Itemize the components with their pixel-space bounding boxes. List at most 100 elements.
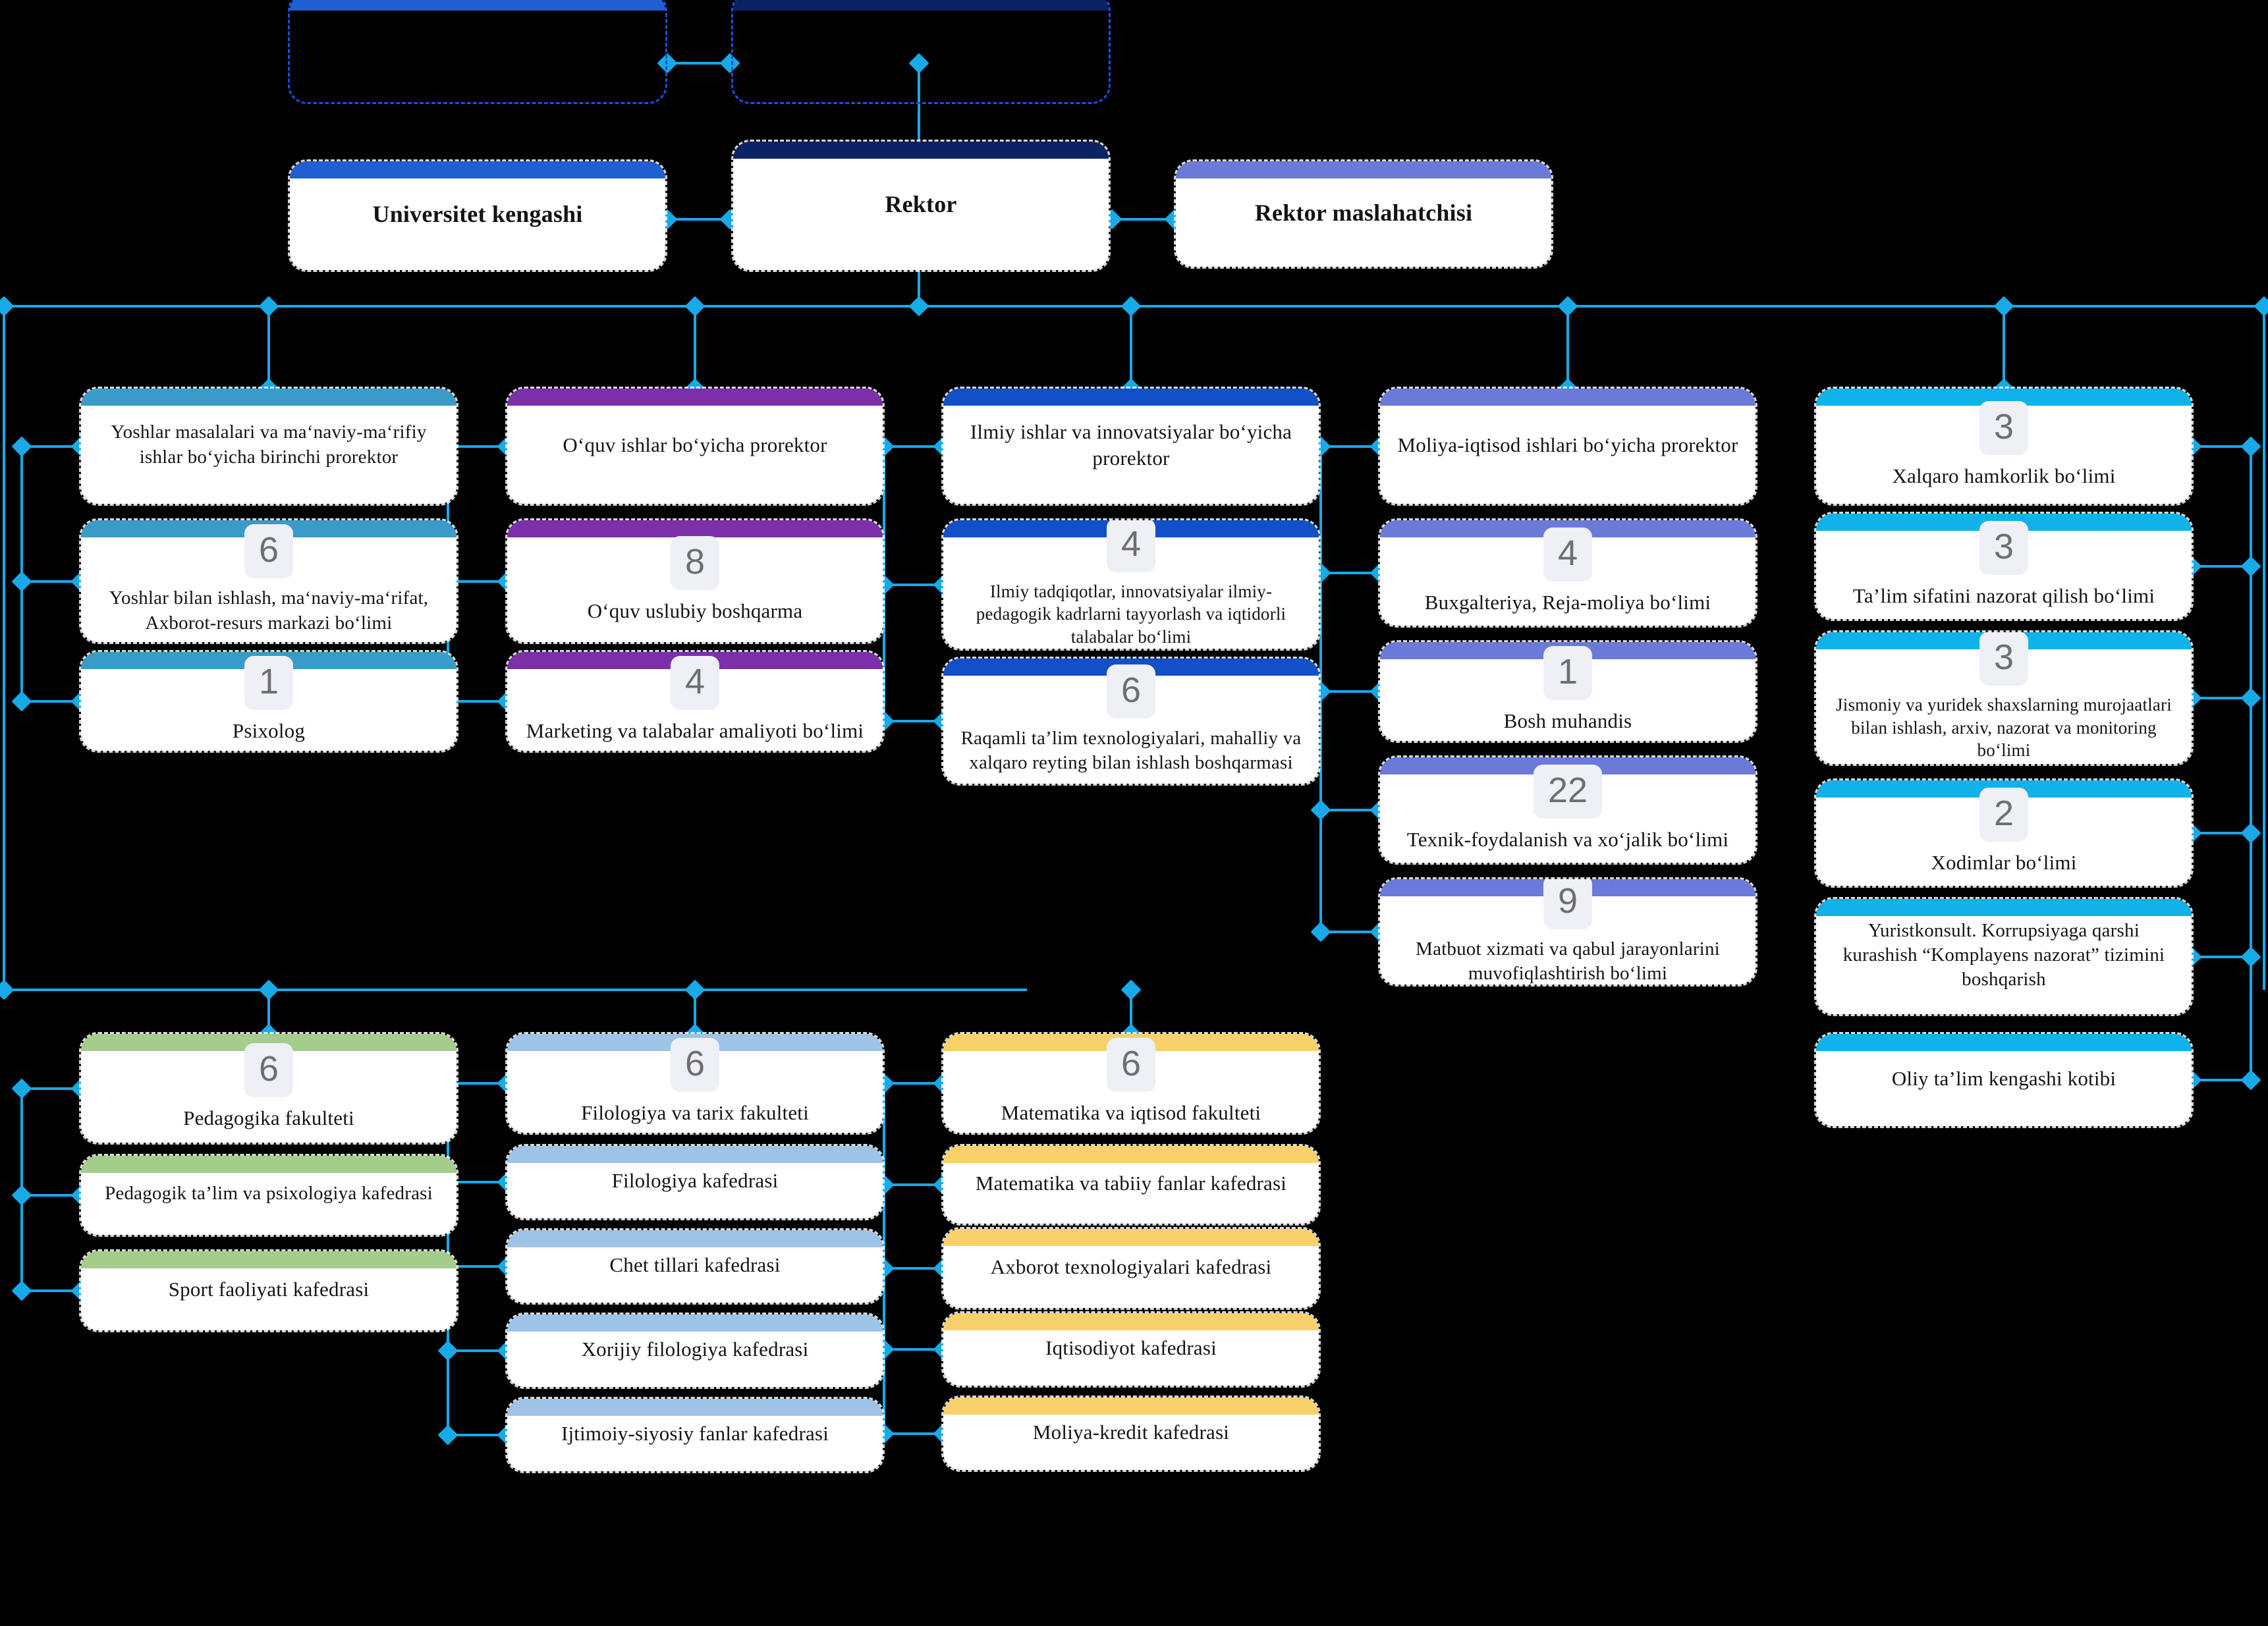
card-accent-bar <box>943 1313 1319 1330</box>
connector-node <box>1120 296 1142 317</box>
card-rector[interactable]: Rektor <box>731 140 1111 272</box>
card-label: Buxgalteriya, Reja-moliya bo‘limi <box>1424 591 1711 614</box>
connector-node <box>11 1280 32 1301</box>
card-math-economics-1[interactable]: Matematika va tabiiy fanlar kafedrasi <box>941 1144 1321 1226</box>
card-youth-affairs-0[interactable]: Yoshlar masalalari va ma‘naviy-ma‘rifiy … <box>79 387 458 506</box>
card-label: Ilmiy tadqiqotlar, innovatsiyalar ilmiy-… <box>976 581 1286 647</box>
staff-count-badge: 9 <box>1543 879 1593 929</box>
connector-line <box>1321 690 1380 693</box>
card-math-economics-2[interactable]: Axborot texnologiyalari kafedrasi <box>941 1227 1321 1310</box>
placeholder-card-right[interactable] <box>731 0 1111 104</box>
card-math-economics-4[interactable]: Moliya-kredit kafedrasi <box>941 1396 1321 1472</box>
connector-node <box>2240 435 2261 457</box>
connector-line <box>884 1267 943 1270</box>
connector-line <box>2263 305 2265 990</box>
connector-node <box>684 296 705 317</box>
card-label: Filologiya va tarix fakulteti <box>581 1101 809 1125</box>
connector-node <box>2254 296 2268 317</box>
card-label: Universitet kengashi <box>372 201 583 228</box>
card-accent-bar <box>507 520 883 537</box>
card-accent-bar <box>1380 389 1756 406</box>
card-label: Pedagogika fakulteti <box>183 1106 354 1129</box>
connector-node <box>11 691 32 712</box>
card-label: Jismoniy va yuridek shaxslarning murojaa… <box>1836 695 2172 761</box>
connector-line <box>1566 306 1569 389</box>
card-support-services-5[interactable]: Oliy ta’lim kengashi kotibi <box>1814 1032 2194 1128</box>
staff-count-badge: 4 <box>670 656 720 711</box>
card-label: Psixolog <box>232 719 306 743</box>
staff-count-badge: 4 <box>1106 520 1156 572</box>
card-accent-bar <box>81 389 456 406</box>
connector-line <box>918 63 920 162</box>
card-university-council[interactable]: Universitet kengashi <box>288 159 667 272</box>
card-label: Ta’lim sifatini nazorat qilish bo‘limi <box>1852 584 2155 608</box>
card-rector-advisor[interactable]: Rektor maslahatchisi <box>1174 159 1553 269</box>
connector-node <box>0 979 14 1000</box>
connector-line <box>884 583 943 586</box>
connector-line <box>448 1082 507 1085</box>
card-finance-economics-0[interactable]: Moliya-iqtisod ishlari bo‘yicha prorekto… <box>1378 387 1757 506</box>
connector-node <box>1993 296 2014 317</box>
card-philology-history-3[interactable]: Xorijiy filologiya kafedrasi <box>505 1313 885 1389</box>
card-philology-history-2[interactable]: Chet tillari kafedrasi <box>505 1228 885 1305</box>
connector-node <box>908 296 929 317</box>
card-label: Moliya-kredit kafedrasi <box>1032 1421 1230 1444</box>
connector-line <box>448 445 507 448</box>
connector-node <box>437 1424 458 1446</box>
staff-count-badge: 1 <box>244 656 294 711</box>
connector-line <box>1321 931 1380 933</box>
card-label: Xalqaro hamkorlik bo‘limi <box>1892 464 2116 487</box>
card-label: Xodimlar bo‘limi <box>1931 851 2077 875</box>
connector-node <box>11 1077 32 1099</box>
card-label: Moliya-iqtisod ishlari bo‘yicha prorekto… <box>1397 433 1738 456</box>
card-label: Matbuot xizmati va qabul jarayonlarini m… <box>1416 938 1720 984</box>
card-label: Chet tillari kafedrasi <box>609 1253 781 1277</box>
connector-line <box>22 1289 81 1292</box>
staff-count-badge: 6 <box>1106 664 1156 718</box>
connector-line <box>448 1434 507 1436</box>
staff-count-badge: 6 <box>244 1043 294 1097</box>
card-label: Marketing va talabalar amaliyoti bo‘limi <box>526 719 864 743</box>
staff-count-badge: 6 <box>670 1038 720 1093</box>
card-academic-affairs-0[interactable]: O‘quv ishlar bo‘yicha prorektor <box>505 387 885 506</box>
card-accent-bar <box>290 161 665 178</box>
card-label: Rektor <box>885 191 957 218</box>
connector-line <box>884 1348 943 1351</box>
connector-node <box>0 296 14 317</box>
card-pedagogy-1[interactable]: Pedagogik ta’lim va psixologiya kafedras… <box>79 1154 458 1237</box>
connector-line <box>1112 218 1178 221</box>
placeholder-card-left[interactable] <box>288 0 667 104</box>
card-philology-history-4[interactable]: Ijtimoiy-siyosiy fanlar kafedrasi <box>505 1397 885 1473</box>
connector-line <box>884 720 943 722</box>
card-label: Pedagogik ta’lim va psixologiya kafedras… <box>105 1183 433 1205</box>
connector-node <box>1120 979 1142 1000</box>
card-pedagogy-2[interactable]: Sport faoliyati kafedrasi <box>79 1249 458 1332</box>
connector-node <box>2240 556 2261 577</box>
card-label: Oliy ta’lim kengashi kotibi <box>1891 1067 2116 1091</box>
connector-node <box>258 296 279 317</box>
card-label: Yoshlar masalalari va ma‘naviy-ma‘rifiy … <box>111 421 427 468</box>
card-accent-bar <box>507 389 883 406</box>
card-support-services-4[interactable]: Yuristkonsult. Korrupsiyaga qarshi kuras… <box>1814 897 2194 1016</box>
card-philology-history-1[interactable]: Filologiya kafedrasi <box>505 1144 885 1220</box>
card-math-economics-3[interactable]: Iqtisodiyot kafedrasi <box>941 1311 1321 1388</box>
card-science-innovation-0[interactable]: Ilmiy ishlar va innovatsiyalar bo‘yicha … <box>941 387 1321 506</box>
